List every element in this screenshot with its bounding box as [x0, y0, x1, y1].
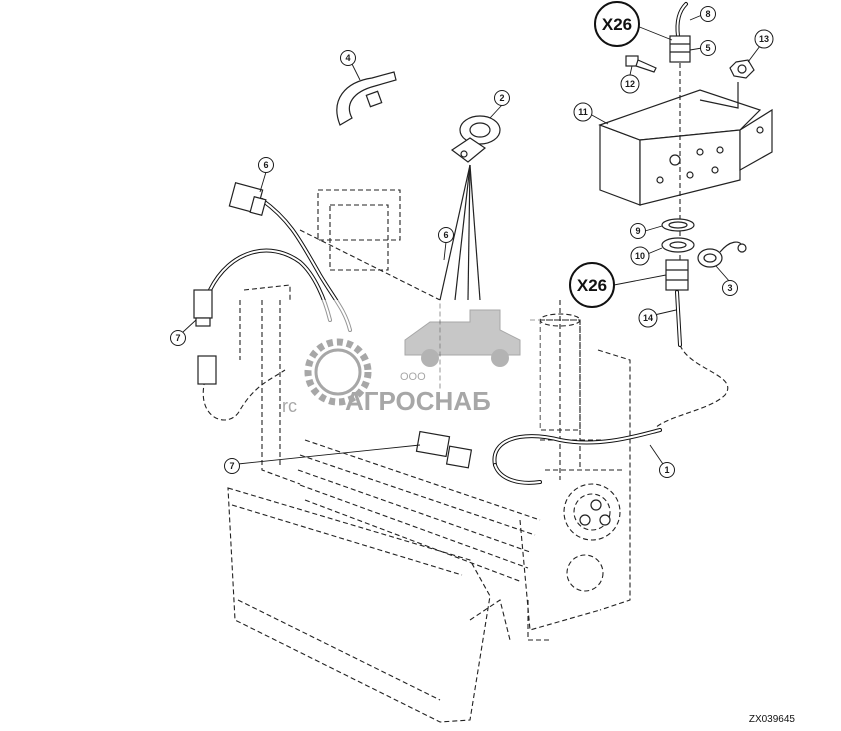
lock-nut-hole [669, 241, 687, 249]
radiator-fins [297, 439, 541, 583]
callout-number: 9 [635, 226, 640, 236]
callout-c11: 11 [573, 102, 593, 122]
figure-id: ZX039645 [749, 714, 796, 725]
callout-c10: 10 [630, 246, 650, 266]
x26-label-mid: X26 [569, 262, 615, 308]
callout-number: 10 [635, 251, 645, 261]
svg-text:X26: X26 [577, 276, 607, 295]
washer-hole [668, 221, 688, 229]
watermark-fragment: rc [282, 396, 297, 416]
cable-tie [336, 71, 397, 126]
watermark: ООО АГРОСНАБ rc [282, 300, 540, 430]
mounting-bracket [598, 89, 773, 206]
bolt [625, 55, 657, 73]
watermark-company: АГРОСНАБ [345, 386, 491, 416]
connector-plug [193, 289, 217, 385]
protective-cap [697, 241, 747, 268]
callout-number: 5 [705, 43, 710, 53]
callout-c7a: 7 [170, 330, 186, 346]
callout-c5: 5 [700, 40, 716, 56]
connector-x26-mid [665, 259, 689, 347]
callout-c9: 9 [630, 223, 646, 239]
callout-c8: 8 [700, 6, 716, 22]
callout-c6b: 6 [438, 227, 454, 243]
callout-c3: 3 [722, 280, 738, 296]
callout-number: 13 [759, 34, 769, 44]
callout-number: 6 [263, 160, 268, 170]
callout-c6a: 6 [258, 157, 274, 173]
machine-outline [227, 189, 631, 723]
callout-c4: 4 [340, 50, 356, 66]
callout-c7b: 7 [224, 458, 240, 474]
harness-cables [202, 164, 729, 485]
svg-text:X26: X26 [602, 15, 632, 34]
callout-c14: 14 [638, 308, 658, 328]
callout-number: 6 [443, 230, 448, 240]
callout-c12: 12 [620, 74, 640, 94]
callout-number: 1 [664, 465, 669, 475]
callout-number: 3 [727, 283, 732, 293]
callout-c1: 1 [659, 462, 675, 478]
callout-number: 8 [705, 9, 710, 19]
hose-clamp [450, 115, 501, 163]
connector-plug [228, 182, 267, 217]
connector-plug [415, 430, 473, 469]
callout-number: 7 [175, 333, 180, 343]
watermark-prefix: ООО [400, 371, 426, 383]
harvester-logo-icon [404, 309, 521, 367]
callout-c2: 2 [494, 90, 510, 106]
callout-number: 14 [643, 313, 653, 323]
gear-logo-icon [304, 338, 372, 406]
callout-number: 7 [229, 461, 234, 471]
nut [729, 59, 755, 79]
callout-c13: 13 [754, 29, 774, 49]
connector-x26-top [669, 2, 691, 63]
callout-number: 4 [345, 53, 350, 63]
x26-label-top: X26 [594, 1, 640, 47]
callout-number: 12 [625, 79, 635, 89]
callout-number: 2 [499, 93, 504, 103]
callout-number: 11 [578, 107, 588, 117]
